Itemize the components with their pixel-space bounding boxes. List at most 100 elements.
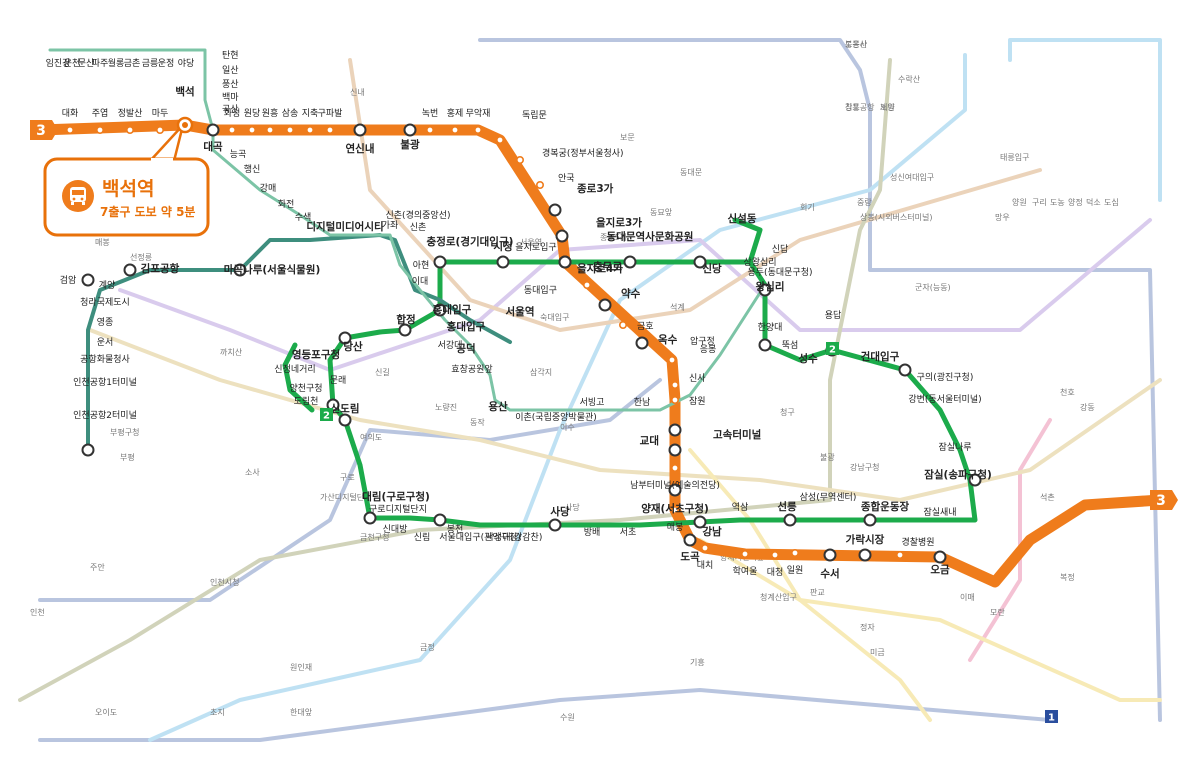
station-marker[interactable]: [156, 126, 165, 135]
callout-subtitle: 7출구 도보 약 5분: [100, 204, 195, 219]
station-marker[interactable]: [403, 123, 417, 137]
station-marker[interactable]: [635, 336, 649, 350]
airport-railroad-path: [86, 233, 512, 452]
station-marker[interactable]: [535, 181, 544, 190]
station-marker[interactable]: [555, 229, 569, 243]
station-label: 강매: [260, 183, 277, 194]
station-marker[interactable]: [598, 298, 612, 312]
background-station-label: 수락산: [898, 74, 921, 84]
station-label: 불광: [400, 139, 420, 151]
station-label: 구파발: [318, 108, 343, 119]
station-marker[interactable]: [81, 273, 95, 287]
station-marker[interactable]: [863, 513, 877, 527]
station-marker[interactable]: [668, 443, 682, 457]
station-marker[interactable]: [265, 126, 274, 135]
station-marker[interactable]: [496, 255, 510, 269]
station-marker[interactable]: [248, 126, 257, 135]
station-marker[interactable]: [228, 126, 237, 135]
station-marker[interactable]: [233, 263, 247, 277]
station-marker[interactable]: [81, 443, 95, 457]
station-marker[interactable]: [740, 549, 749, 558]
station-marker[interactable]: [398, 323, 412, 337]
station-label: 파주: [92, 58, 109, 69]
station-marker[interactable]: [433, 255, 447, 269]
station-marker[interactable]: [618, 320, 627, 329]
background-station-label: 태릉입구: [1000, 153, 1029, 162]
station-marker[interactable]: [783, 513, 797, 527]
station-marker[interactable]: [126, 126, 135, 135]
station-marker[interactable]: [363, 511, 377, 525]
station-marker[interactable]: [495, 136, 504, 145]
station-label: 신림: [414, 531, 431, 543]
station-label: 일원: [787, 565, 804, 576]
station-marker[interactable]: [683, 533, 697, 547]
station-label: 영종: [97, 317, 114, 328]
badge-1: 1: [1045, 710, 1058, 724]
station-marker[interactable]: [548, 203, 562, 217]
station-marker[interactable]: [933, 550, 947, 564]
station-marker[interactable]: [515, 156, 524, 165]
station-label: 탄현: [222, 50, 239, 61]
station-marker[interactable]: [433, 303, 447, 317]
station-marker[interactable]: [895, 550, 904, 559]
station-marker[interactable]: [338, 331, 352, 345]
station-marker[interactable]: [66, 126, 75, 135]
station-marker[interactable]: [353, 123, 367, 137]
station-marker[interactable]: [670, 463, 679, 472]
station-marker[interactable]: [285, 126, 294, 135]
station-marker[interactable]: [770, 550, 779, 559]
station-marker[interactable]: [700, 543, 709, 552]
station-marker[interactable]: [670, 395, 679, 404]
line7-bg-path: [18, 58, 892, 702]
station-marker[interactable]: [668, 483, 682, 497]
station-marker[interactable]: [790, 548, 799, 557]
station-marker[interactable]: [548, 518, 562, 532]
station-marker[interactable]: [858, 548, 872, 562]
station-label: 압구정: [690, 335, 715, 347]
station-label: 삼송: [282, 108, 299, 119]
station-label: 한양대: [758, 322, 783, 333]
station-marker[interactable]: [670, 380, 679, 389]
gyeongui-jungang-path: [48, 48, 767, 412]
station-label: 가좌: [382, 220, 399, 231]
station-marker[interactable]: [968, 473, 982, 487]
station-marker[interactable]: [898, 363, 912, 377]
station-label: 무악재: [466, 107, 491, 119]
station-marker[interactable]: [667, 355, 676, 364]
station-marker[interactable]: [623, 255, 637, 269]
background-station-label: 까치산: [220, 347, 243, 357]
station-marker[interactable]: [758, 283, 772, 297]
station-marker[interactable]: [693, 255, 707, 269]
station-label: 방배: [584, 527, 601, 538]
background-lines: [18, 38, 1162, 742]
station-marker[interactable]: [668, 423, 682, 437]
station-label: 마곡나루(서울식물원): [224, 263, 321, 276]
station-marker[interactable]: [670, 505, 679, 514]
station-marker[interactable]: [96, 126, 105, 135]
background-station-label: 서울역: [520, 237, 542, 247]
station-marker[interactable]: [450, 126, 459, 135]
background-station-label: 사당: [565, 502, 580, 512]
station-marker[interactable]: [693, 515, 707, 529]
station-label: 신사: [689, 373, 706, 384]
station-marker[interactable]: [823, 548, 837, 562]
station-marker[interactable]: [338, 413, 352, 427]
station-marker[interactable]: [325, 126, 334, 135]
svg-text:1: 1: [1048, 713, 1055, 724]
station-label: 동대문역사문화공원: [607, 230, 694, 243]
station-marker[interactable]: [558, 255, 572, 269]
station-marker[interactable]: [758, 338, 772, 352]
station-marker[interactable]: [425, 126, 434, 135]
station-marker[interactable]: [123, 263, 137, 277]
station-marker[interactable]: [473, 126, 482, 135]
station-label: 문산: [78, 58, 95, 69]
background-station-label: 계양: [880, 102, 895, 112]
station-marker[interactable]: [206, 123, 220, 137]
station-marker[interactable]: [305, 126, 314, 135]
station-marker[interactable]: [433, 513, 447, 527]
station-marker[interactable]: [582, 280, 591, 289]
station-label: 낙성대(강감찬): [486, 531, 543, 543]
station-label: 삼성(무역센터): [800, 492, 857, 503]
background-station-label: 노량진: [435, 402, 457, 412]
station-label: 금촌: [124, 58, 141, 69]
